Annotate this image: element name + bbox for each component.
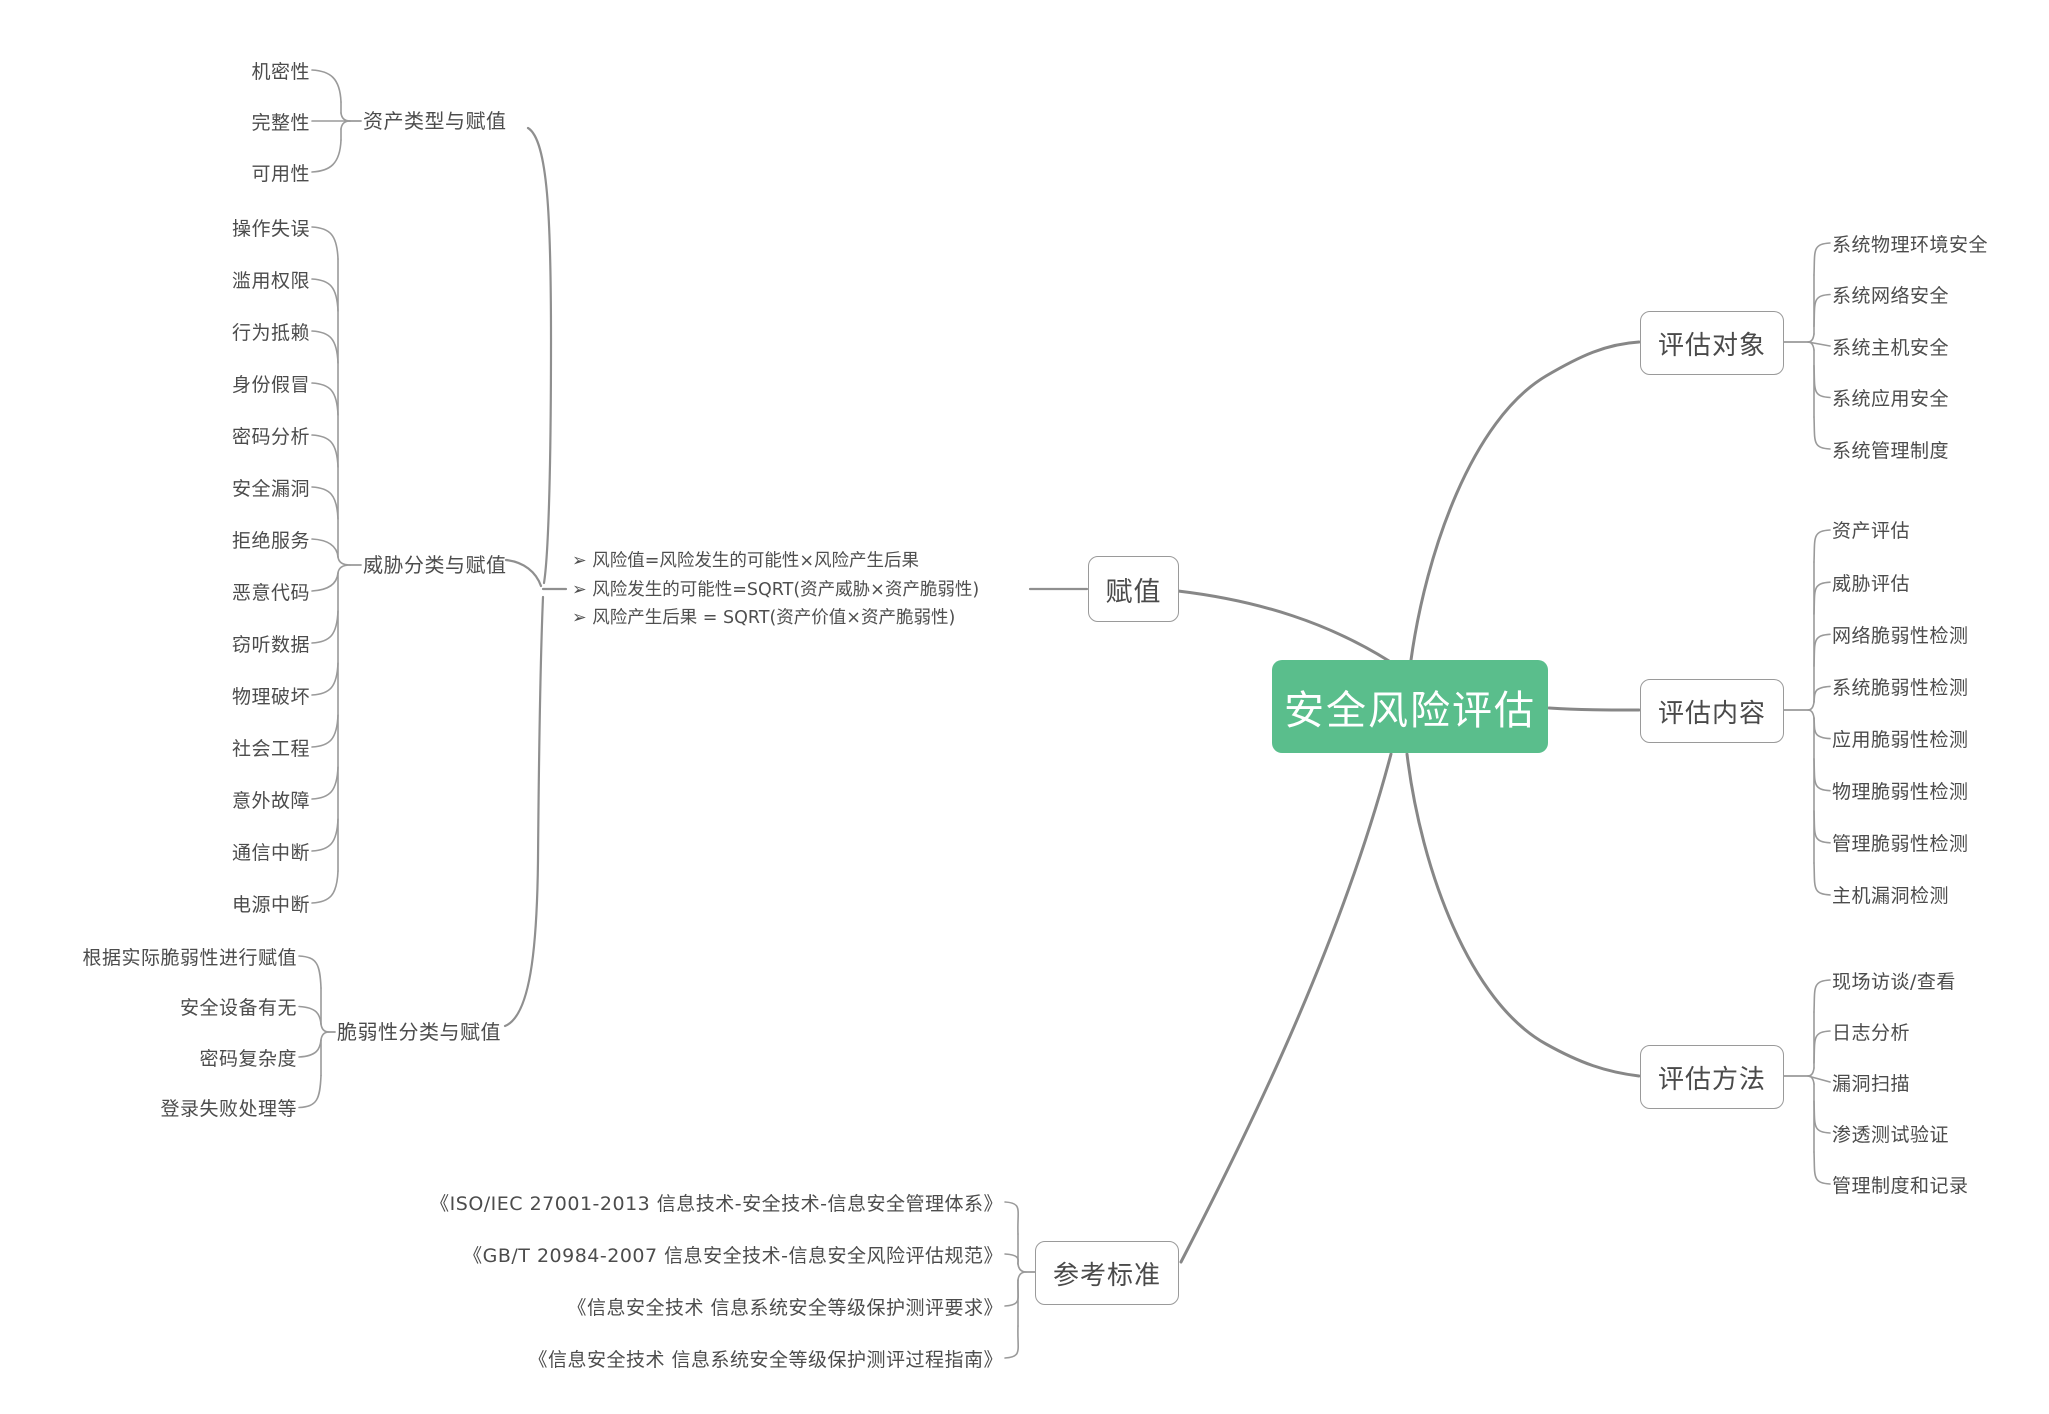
threat-item[interactable]: 安全漏洞 xyxy=(231,477,310,500)
node-assessment-methods[interactable]: 评估方法 xyxy=(1640,1045,1784,1109)
asset-item[interactable]: 可用性 xyxy=(251,162,310,185)
asset-item[interactable]: 机密性 xyxy=(251,60,310,83)
threat-item[interactable]: 操作失误 xyxy=(231,217,310,240)
assessment-object-item[interactable]: 系统应用安全 xyxy=(1832,388,1950,410)
standard-item[interactable]: 《ISO/IEC 27001-2013 信息技术-安全技术-信息安全管理体系》 xyxy=(430,1192,1003,1215)
threat-item[interactable]: 滥用权限 xyxy=(231,269,310,292)
node-assessment-objects[interactable]: 评估对象 xyxy=(1640,311,1784,375)
assessment-content-items-column: 资产评估 威胁评估 网络脆弱性检测 系统脆弱性检测 应用脆弱性检测 物理脆弱性检… xyxy=(1832,504,1969,921)
threat-item[interactable]: 物理破坏 xyxy=(231,685,310,708)
threat-item[interactable]: 社会工程 xyxy=(231,737,310,760)
assessment-method-item[interactable]: 渗透测试验证 xyxy=(1832,1123,1950,1146)
assessment-object-items-column: 系统物理环境安全 系统网络安全 系统主机安全 系统应用安全 系统管理制度 xyxy=(1832,217,1988,475)
assessment-content-item[interactable]: 威胁评估 xyxy=(1832,572,1911,595)
vulnerability-item[interactable]: 安全设备有无 xyxy=(179,997,297,1019)
assessment-content-item[interactable]: 网络脆弱性检测 xyxy=(1832,624,1969,647)
threat-item[interactable]: 拒绝服务 xyxy=(231,529,310,552)
assessment-method-item[interactable]: 漏洞扫描 xyxy=(1832,1072,1911,1095)
threat-item[interactable]: 行为抵赖 xyxy=(231,321,310,344)
asset-items-column: 机密性 完整性 可用性 xyxy=(251,45,310,198)
standard-items-column: 《ISO/IEC 27001-2013 信息技术-安全技术-信息安全管理体系》 … xyxy=(430,1176,1003,1384)
threat-item[interactable]: 窃听数据 xyxy=(231,633,310,656)
threat-items-column: 操作失误 滥用权限 行为抵赖 身份假冒 密码分析 安全漏洞 拒绝服务 恶意代码 … xyxy=(232,201,310,929)
assessment-method-item[interactable]: 管理制度和记录 xyxy=(1832,1174,1969,1197)
formula-line: ➢ 风险值=风险发生的可能性×风险产生后果 xyxy=(572,551,920,571)
risk-formula-topic[interactable]: ➢ 风险值=风险发生的可能性×风险产生后果 ➢ 风险发生的可能性=SQRT(资产… xyxy=(572,547,979,633)
assessment-object-item[interactable]: 系统网络安全 xyxy=(1832,285,1950,307)
assessment-object-item[interactable]: 系统管理制度 xyxy=(1832,439,1950,462)
assessment-content-item[interactable]: 资产评估 xyxy=(1832,520,1911,543)
formula-line: ➢ 风险发生的可能性=SQRT(资产威胁×资产脆弱性) xyxy=(572,579,980,600)
vulnerability-item[interactable]: 密码复杂度 xyxy=(199,1047,297,1070)
standard-item[interactable]: 《信息安全技术 信息系统安全等级保护测评要求》 xyxy=(567,1296,1003,1319)
vulnerability-items-column: 根据实际脆弱性进行赋值 安全设备有无 密码复杂度 登录失败处理等 xyxy=(82,931,297,1133)
label-threat-class-assignment[interactable]: 威胁分类与赋值 xyxy=(363,553,507,577)
assessment-method-items-column: 现场访谈/查看 日志分析 漏洞扫描 渗透测试验证 管理制度和记录 xyxy=(1832,955,1969,1210)
label-asset-type-assignment[interactable]: 资产类型与赋值 xyxy=(363,109,507,133)
assessment-object-item[interactable]: 系统主机安全 xyxy=(1832,336,1950,359)
threat-item[interactable]: 通信中断 xyxy=(231,841,310,864)
vulnerability-item[interactable]: 根据实际脆弱性进行赋值 xyxy=(82,946,297,969)
threat-item[interactable]: 恶意代码 xyxy=(231,581,310,604)
threat-item[interactable]: 密码分析 xyxy=(231,425,310,448)
assessment-method-item[interactable]: 日志分析 xyxy=(1832,1021,1911,1044)
threat-item[interactable]: 身份假冒 xyxy=(231,373,310,396)
assessment-object-item[interactable]: 系统物理环境安全 xyxy=(1832,233,1989,256)
threat-item[interactable]: 意外故障 xyxy=(231,789,310,812)
asset-item[interactable]: 完整性 xyxy=(251,111,310,134)
assessment-method-item[interactable]: 现场访谈/查看 xyxy=(1832,970,1956,993)
vulnerability-item[interactable]: 登录失败处理等 xyxy=(160,1098,297,1120)
assessment-content-item[interactable]: 主机漏洞检测 xyxy=(1832,885,1950,908)
label-vulnerability-assignment[interactable]: 脆弱性分类与赋值 xyxy=(337,1020,501,1044)
node-assignment[interactable]: 赋值 xyxy=(1088,556,1179,622)
standard-item[interactable]: 《GB/T 20984-2007 信息安全技术-信息安全风险评估规范》 xyxy=(463,1244,1003,1267)
assessment-content-item[interactable]: 物理脆弱性检测 xyxy=(1832,781,1969,804)
assessment-content-item[interactable]: 系统脆弱性检测 xyxy=(1832,676,1969,699)
node-assessment-contents[interactable]: 评估内容 xyxy=(1640,679,1784,743)
assessment-content-item[interactable]: 应用脆弱性检测 xyxy=(1832,728,1969,751)
formula-line: ➢ 风险产生后果 = SQRT(资产价值×资产脆弱性) xyxy=(572,608,956,628)
threat-item[interactable]: 电源中断 xyxy=(231,893,310,916)
standard-item[interactable]: 《信息安全技术 信息系统安全等级保护测评过程指南》 xyxy=(528,1348,1003,1371)
assessment-content-item[interactable]: 管理脆弱性检测 xyxy=(1832,833,1969,856)
central-topic[interactable]: 安全风险评估 xyxy=(1272,660,1548,753)
node-reference-standards[interactable]: 参考标准 xyxy=(1035,1241,1179,1305)
